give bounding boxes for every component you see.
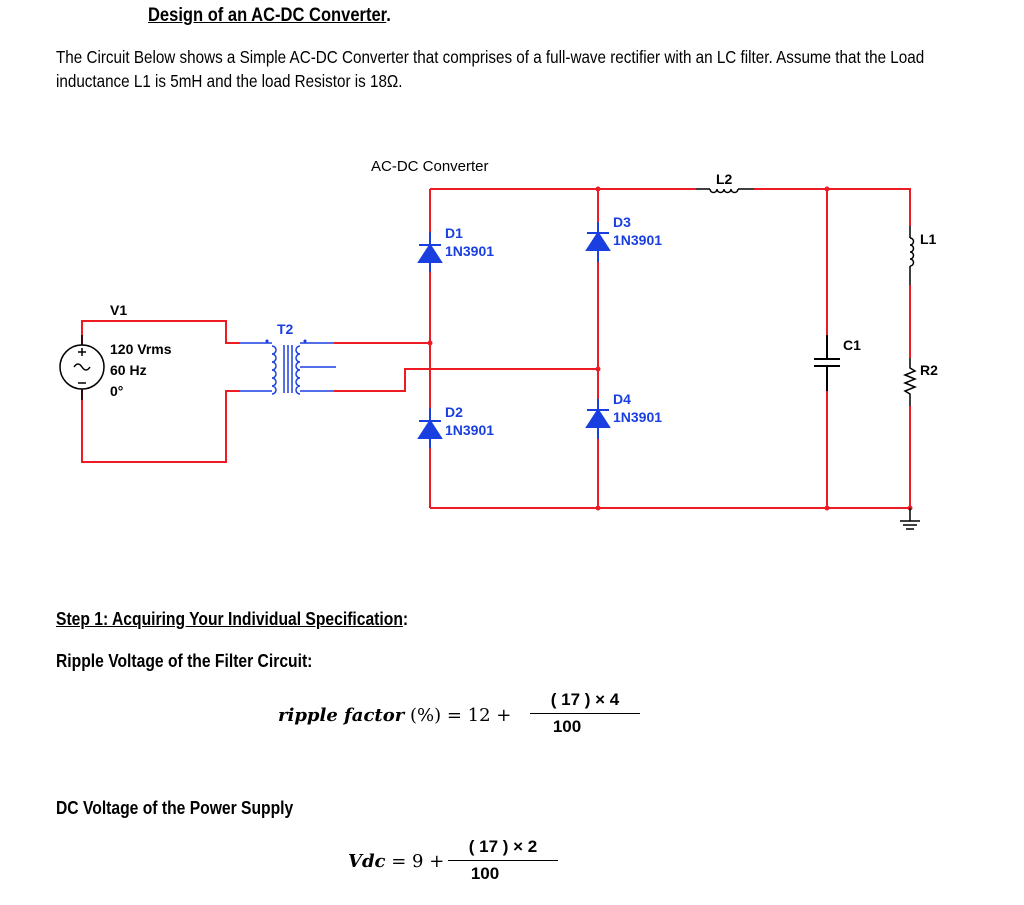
intro-line-1: The Circuit Below shows a Simple AC-DC C… xyxy=(56,47,925,67)
step1-heading: Step 1: Acquiring Your Individual Specif… xyxy=(56,609,408,630)
d3-name: D3 xyxy=(613,214,631,230)
title-period: . xyxy=(386,5,391,26)
resistor-r2-icon xyxy=(902,358,918,406)
diode-d4-icon xyxy=(585,399,611,439)
ground-icon xyxy=(900,508,920,530)
diode-d2-label: D2 1N3901 xyxy=(445,403,494,439)
source-name-label: V1 xyxy=(110,302,128,318)
ripple-equation-lhs: ripple factor (%) = 12 + xyxy=(278,705,511,726)
wires xyxy=(81,188,911,509)
circuit-svg xyxy=(59,186,920,530)
diode-d1-label: D1 1N3901 xyxy=(445,224,494,260)
step1-colon: : xyxy=(402,609,409,629)
circuit-title: AC-DC Converter xyxy=(371,158,489,175)
dc-voltage-label: DC Voltage of the Power Supply xyxy=(56,798,294,818)
junction-dots xyxy=(427,186,913,511)
ripple-denominator: 100 xyxy=(552,717,582,736)
d2-name: D2 xyxy=(445,404,463,420)
diode-d3-label: D3 1N3901 xyxy=(613,213,662,249)
vdc-denominator: 100 xyxy=(470,864,500,883)
vdc-lhs-rest: = 9 + xyxy=(385,851,445,872)
intro-line-2: inductance L1 is 5mH and the load Resist… xyxy=(56,71,403,91)
vdc-symbol: Vdc xyxy=(348,851,386,872)
ripple-numerator: ( 17 ) × 4 xyxy=(550,690,620,709)
d3-part: 1N3901 xyxy=(613,232,663,248)
transformer-icon xyxy=(240,339,336,395)
diode-d4-label: D4 1N3901 xyxy=(613,390,662,426)
ripple-fraction: ( 17 ) × 4 100 xyxy=(530,690,640,737)
inductor-l1-label: L1 xyxy=(920,231,937,247)
fraction-bar xyxy=(530,713,640,714)
source-frequency-label: 60 Hz xyxy=(110,362,147,378)
vdc-numerator: ( 17 ) × 2 xyxy=(468,837,538,856)
d2-part: 1N3901 xyxy=(445,422,495,438)
source-voltage-label: 120 Vrms xyxy=(110,341,172,357)
inductor-l2-label: L2 xyxy=(716,171,733,187)
d1-part: 1N3901 xyxy=(445,243,495,259)
d4-part: 1N3901 xyxy=(613,409,663,425)
source-phase-label: 0° xyxy=(110,383,124,399)
diode-d1-icon xyxy=(417,232,443,272)
d1-name: D1 xyxy=(445,225,463,241)
step1-heading-text: Step 1: Acquiring Your Individual Specif… xyxy=(56,609,403,629)
ac-source-icon xyxy=(59,335,105,400)
capacitor-c1-label: C1 xyxy=(843,337,861,353)
d4-name: D4 xyxy=(613,391,631,407)
capacitor-c1-icon xyxy=(814,335,840,391)
document-title: Design of an AC-DC Converter. xyxy=(148,5,391,27)
vdc-equation-lhs: Vdc = 9 + xyxy=(348,851,444,872)
transformer-label: T2 xyxy=(277,321,294,337)
ripple-lhs-rest: (%) = 12 + xyxy=(404,705,512,726)
resistor-r2-label: R2 xyxy=(920,362,938,378)
diode-d3-icon xyxy=(585,222,611,262)
ripple-label: Ripple Voltage of the Filter Circuit: xyxy=(56,651,313,671)
ripple-factor-symbol: ripple factor xyxy=(278,705,405,726)
inductor-l1-icon xyxy=(909,226,915,285)
diode-d2-icon xyxy=(417,408,443,448)
vdc-fraction: ( 17 ) × 2 100 xyxy=(448,837,558,884)
fraction-bar xyxy=(448,860,558,861)
inductor-l2-icon xyxy=(696,188,754,194)
title-text: Design of an AC-DC Converter xyxy=(148,5,387,26)
